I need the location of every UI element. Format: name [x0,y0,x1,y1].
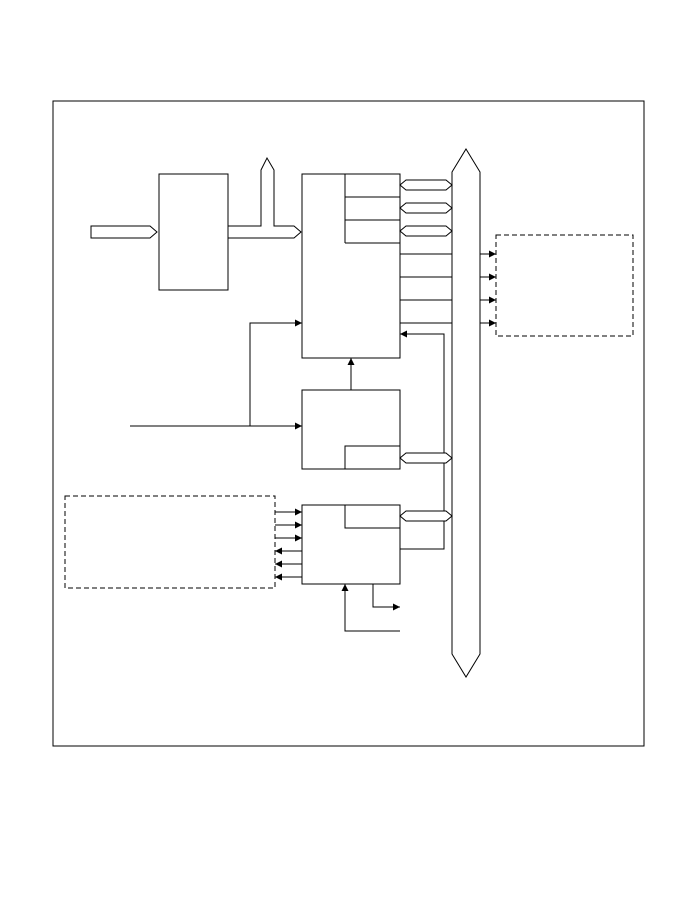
middle-block-cell [344,445,400,469]
right-peripheral-block [495,234,634,337]
bus-link-5 [399,510,453,522]
system-bus [451,148,481,678]
input-arrow [90,225,158,239]
lower-to-bus-line [400,521,445,550]
lower-block-cell [344,505,400,529]
lower-block [301,504,401,585]
bus-link-4 [399,452,453,464]
left-peripheral-block [64,495,276,589]
bus-feedback-to-main [400,330,445,515]
lower-input-arrow [341,584,400,632]
input-block-output-arrow [227,156,302,239]
main-block [301,173,401,359]
bus-link-3 [399,225,453,237]
control-to-main-arrow [249,319,302,426]
bus-link-2 [399,202,453,214]
outer-frame [52,100,645,747]
middle-block [301,389,401,470]
bus-link-1 [399,179,453,191]
input-block [158,173,229,291]
lower-output-arrow [372,584,400,611]
